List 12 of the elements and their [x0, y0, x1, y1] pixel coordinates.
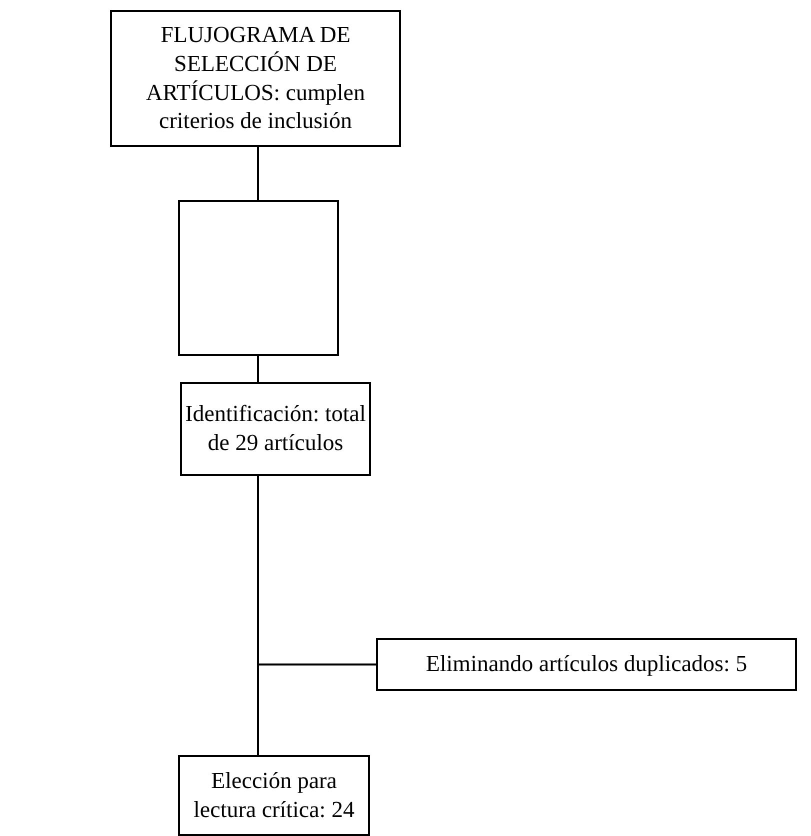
box-text: FLUJOGRAMA DE SELECCIÓN DE ARTÍCULOS: cumplen criterios de inclusión [144, 21, 366, 136]
process-box [178, 755, 370, 836]
process-box [110, 10, 401, 147]
box-text: Identificación: total de 29 artículos [184, 400, 367, 457]
connector-line [257, 476, 259, 755]
box-text: Eliminando artículos duplicados: 5 [426, 650, 748, 678]
connector-line [257, 147, 259, 200]
box-text: Elección para lectura crítica: 24 [192, 766, 356, 824]
process-box [376, 638, 797, 691]
process-box [180, 382, 371, 476]
connector-line [257, 356, 259, 382]
empty-box [178, 200, 339, 356]
